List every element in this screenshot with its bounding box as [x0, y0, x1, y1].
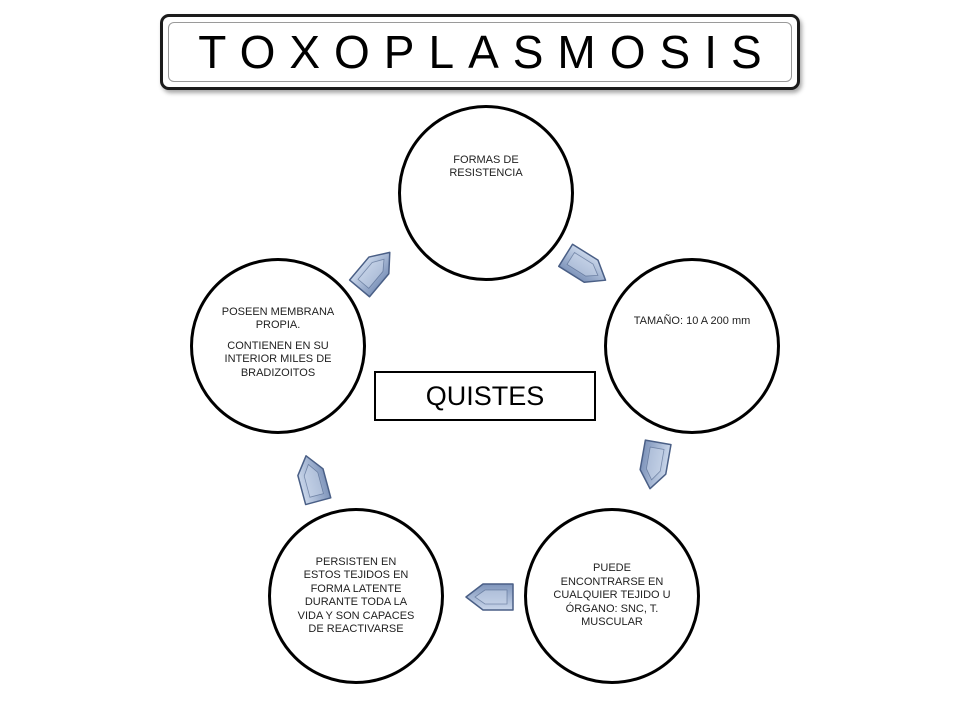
node-1-text: FORMAS DE RESISTENCIA [449, 153, 523, 180]
cycle-node-5: POSEEN MEMBRANA PROPIA. CONTIENEN EN SU … [190, 258, 366, 434]
cycle-node-1: FORMAS DE RESISTENCIA [398, 105, 574, 281]
node-5-text-2: CONTIENEN EN SU INTERIOR MILES DE BRADIZ… [224, 339, 332, 379]
cycle-node-4: PERSISTEN EN ESTOS TEJIDOS EN FORMA LATE… [268, 508, 444, 684]
node-3-text: PUEDE ENCONTRARSE EN CUALQUIER TEJIDO U … [553, 562, 671, 629]
center-label: QUISTES [425, 380, 545, 411]
arrow-icon [297, 455, 332, 506]
cycle-node-3: PUEDE ENCONTRARSE EN CUALQUIER TEJIDO U … [524, 508, 700, 684]
center-label-box: QUISTES [374, 371, 596, 421]
arrow-icon [465, 583, 514, 611]
node-5-text-1: POSEEN MEMBRANA PROPIA. [221, 305, 335, 332]
node-4-text: PERSISTEN EN ESTOS TEJIDOS EN FORMA LATE… [297, 555, 415, 636]
node-2-text: TAMAÑO: 10 A 200 mm [633, 315, 751, 328]
diagram-title: TOXOPLASMOSIS [198, 26, 776, 78]
title-banner: TOXOPLASMOSIS [160, 14, 800, 90]
arrow-icon [558, 243, 607, 283]
arrow-icon [639, 439, 672, 490]
cycle-node-2: TAMAÑO: 10 A 200 mm [604, 258, 780, 434]
arrow-icon [348, 251, 391, 298]
